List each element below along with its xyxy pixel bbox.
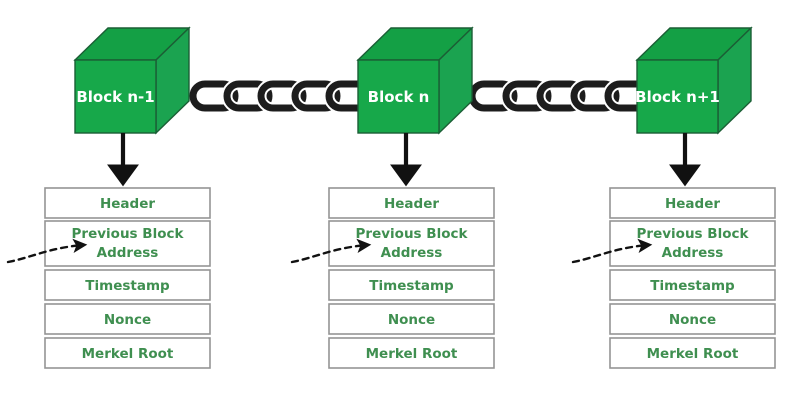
dashed-arrow-previous-block-block-n-plus-1 — [571, 238, 653, 264]
field-box-rect — [328, 187, 495, 219]
field-box-header[interactable]: Header — [328, 187, 495, 219]
block-cube-block-n-minus-1: Block n-1 — [73, 26, 191, 135]
cube-label: Block n+1 — [635, 88, 720, 106]
field-box-merkel-root[interactable]: Merkel Root — [44, 337, 211, 369]
field-box-previous-block-address[interactable]: Previous Block Address — [609, 220, 776, 267]
block-cube-block-n: Block n — [356, 26, 474, 135]
dashed-arrow-previous-block-block-n-minus-1 — [6, 238, 88, 264]
field-label-line1: Previous Block — [72, 226, 185, 242]
field-label-line2: Address — [662, 245, 724, 261]
field-box-previous-block-address[interactable]: Previous Block Address — [44, 220, 211, 267]
field-box-timestamp[interactable]: Timestamp — [328, 269, 495, 301]
field-label: Timestamp — [650, 278, 735, 294]
field-label-line1: Previous Block — [637, 226, 750, 242]
field-box-rect — [609, 187, 776, 219]
cube-label: Block n-1 — [76, 88, 154, 106]
field-box-nonce[interactable]: Nonce — [44, 303, 211, 335]
field-label: Nonce — [388, 312, 435, 328]
chain-link — [189, 80, 239, 112]
field-box-rect — [44, 187, 211, 219]
cube-front-face — [357, 59, 440, 134]
field-box-previous-block-address[interactable]: Previous Block Address — [328, 220, 495, 267]
block-fields-block-n-plus-1: Header Previous Block Address Timestamp … — [609, 187, 776, 369]
field-label-line2: Address — [97, 245, 159, 261]
field-label: Nonce — [669, 312, 716, 328]
block-fields-block-n: Header Previous Block Address Timestamp … — [328, 187, 495, 369]
field-box-rect — [44, 269, 211, 301]
field-box-rect — [609, 303, 776, 335]
block-fields-block-n-minus-1: Header Previous Block Address Timestamp … — [44, 187, 211, 369]
cube-front-face — [74, 59, 157, 134]
cube-front-face — [636, 59, 719, 134]
field-label: Merkel Root — [366, 346, 458, 362]
field-label: Header — [100, 196, 155, 212]
field-label-line2: Address — [381, 245, 443, 261]
field-box-rect — [609, 337, 776, 369]
cube-label: Block n — [368, 88, 430, 106]
block-cube-block-n-plus-1: Block n+1 — [635, 26, 753, 135]
field-box-header[interactable]: Header — [609, 187, 776, 219]
field-label: Merkel Root — [647, 346, 739, 362]
field-label: Merkel Root — [82, 346, 174, 362]
dashed-arrow-previous-block-block-n — [290, 238, 372, 264]
field-box-rect — [328, 337, 495, 369]
chain-link — [534, 78, 588, 114]
chain-link — [289, 78, 343, 114]
field-box-rect — [609, 269, 776, 301]
field-box-rect — [328, 303, 495, 335]
field-box-merkel-root[interactable]: Merkel Root — [328, 337, 495, 369]
chain-connector-1 — [189, 78, 377, 114]
field-box-rect — [328, 269, 495, 301]
field-box-nonce[interactable]: Nonce — [609, 303, 776, 335]
field-box-rect — [44, 303, 211, 335]
chain-connector-2 — [468, 78, 656, 114]
field-box-merkel-root[interactable]: Merkel Root — [609, 337, 776, 369]
field-label-line1: Previous Block — [356, 226, 469, 242]
field-box-nonce[interactable]: Nonce — [328, 303, 495, 335]
field-box-header[interactable]: Header — [44, 187, 211, 219]
field-box-timestamp[interactable]: Timestamp — [609, 269, 776, 301]
field-label: Timestamp — [369, 278, 454, 294]
chain-link — [221, 78, 275, 114]
chain-link — [255, 78, 309, 114]
field-label: Header — [384, 196, 439, 212]
field-box-rect — [44, 337, 211, 369]
field-box-timestamp[interactable]: Timestamp — [44, 269, 211, 301]
field-label: Nonce — [104, 312, 151, 328]
chain-link — [500, 78, 554, 114]
chain-link — [568, 78, 622, 114]
field-label: Timestamp — [85, 278, 170, 294]
field-label: Header — [665, 196, 720, 212]
